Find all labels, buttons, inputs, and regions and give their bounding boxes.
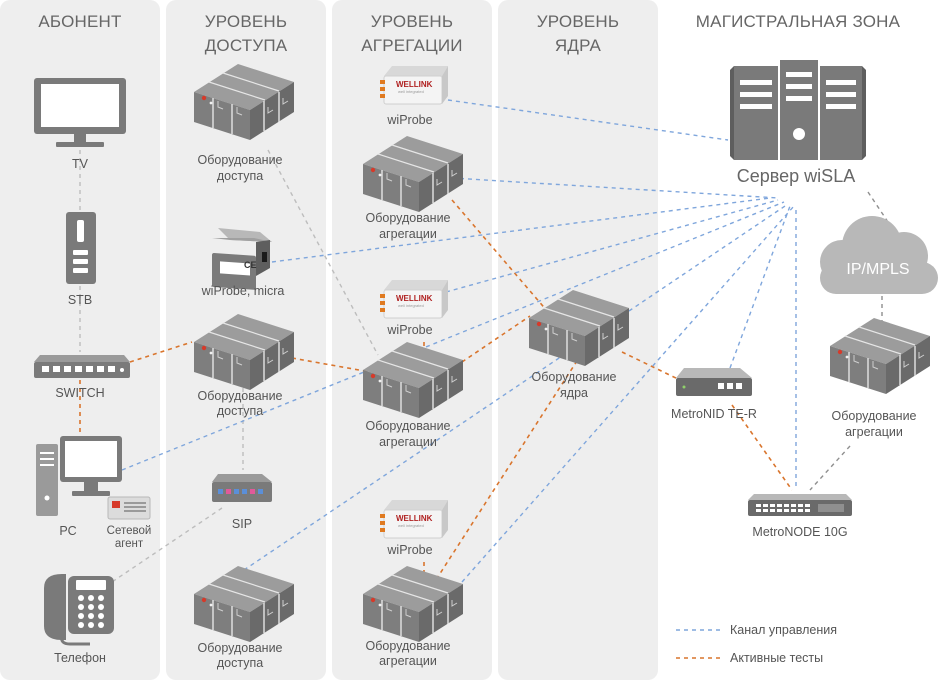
sip-device-icon — [212, 474, 272, 502]
column-title-backbone: МАГИСТРАЛЬНАЯ ЗОНА — [696, 12, 901, 31]
aggregation-equipment-1-label-1: Оборудование — [365, 211, 450, 225]
svg-text:well integrated: well integrated — [398, 303, 424, 308]
svg-text:WELLINK: WELLINK — [396, 80, 433, 89]
cloud-icon — [820, 216, 938, 294]
backbone-aggregation-equipment-icon — [829, 317, 931, 395]
aggregation-equipment-3-label-1: Оборудование — [365, 639, 450, 653]
backbone-aggregation-label-1: Оборудование — [831, 409, 916, 423]
tv-label: TV — [72, 157, 89, 171]
cloud-label: IP/MPLS — [846, 261, 909, 278]
pc-icon — [36, 436, 122, 516]
core-equipment-label-1: Оборудование — [531, 370, 616, 384]
network-agent-label-1: Сетевой — [107, 525, 152, 537]
switch-label: SWITCH — [55, 386, 104, 400]
link-aggequip-metronode — [809, 445, 851, 491]
server-label: Сервер wiSLA — [737, 166, 855, 186]
metronode-icon — [748, 494, 852, 516]
control-micra-server — [271, 197, 771, 263]
wiprobe-2-icon: WELLINK well integrated — [379, 279, 449, 319]
link-access1-agg2 — [267, 149, 379, 356]
test-agg2-core — [461, 315, 531, 363]
aggregation-equipment-1-label-2: агрегации — [379, 227, 437, 241]
column-title-access-2: ДОСТУПА — [205, 36, 288, 55]
wiprobe-1-icon: WELLINK well integrated — [379, 65, 449, 105]
wiprobe-2-label: wiProbe — [386, 323, 432, 337]
access-equipment-3-label-1: Оборудование — [197, 641, 282, 655]
switch-icon — [34, 355, 130, 378]
aggregation-equipment-2-label-2: агрегации — [379, 435, 437, 449]
network-agent-label-2: агент — [115, 538, 144, 550]
test-agg1-core — [451, 199, 549, 313]
network-agent-icon — [107, 496, 151, 520]
test-agg3-core — [431, 349, 585, 587]
stb-label: STB — [68, 293, 92, 307]
link-server-cloud — [867, 191, 889, 223]
access-equipment-3-label-2: доступа — [217, 656, 263, 670]
column-title-access-1: УРОВЕНЬ — [205, 12, 288, 31]
phone-label: Телефон — [54, 651, 106, 665]
metronid-label: MetroNID TE-R — [671, 407, 757, 421]
access-equipment-2-label-2: доступа — [217, 404, 263, 418]
test-access2-agg2 — [291, 357, 371, 373]
metronode-label: MetroNODE 10G — [752, 525, 847, 539]
access-equipment-1-label-2: доступа — [217, 169, 263, 183]
svg-text:well integrated: well integrated — [398, 523, 424, 528]
pc-label: PC — [59, 524, 76, 538]
test-metronid-metronode — [731, 404, 793, 491]
server-icon — [730, 60, 866, 160]
aggregation-equipment-3-label-2: агрегации — [379, 654, 437, 668]
access-equipment-2-label-1: Оборудование — [197, 389, 282, 403]
column-title-core-2: ЯДРА — [555, 36, 602, 55]
test-switch-access2 — [129, 341, 193, 363]
tv-icon — [34, 78, 126, 147]
link-sip-phone — [111, 507, 223, 583]
column-title-aggregation-2: АГРЕГАЦИИ — [361, 36, 462, 55]
sip-label: SIP — [232, 517, 252, 531]
access-equipment-1-label-1: Оборудование — [197, 153, 282, 167]
backbone-aggregation-label-2: агрегации — [845, 425, 903, 439]
svg-text:WELLINK: WELLINK — [396, 514, 433, 523]
wiprobe-micra-icon: CE — [212, 228, 272, 290]
legend-control-label: Канал управления — [730, 623, 837, 637]
legend-tests-label: Активные тесты — [730, 651, 823, 665]
svg-text:well integrated: well integrated — [398, 89, 424, 94]
test-core-metronid — [621, 351, 681, 381]
control-metronid-server — [729, 205, 791, 369]
core-equipment-label-2: ядра — [560, 386, 588, 400]
column-title-subscriber: АБОНЕНТ — [38, 12, 121, 31]
phone-icon — [44, 574, 114, 646]
control-probe1-server — [447, 99, 729, 141]
aggregation-equipment-2-label-1: Оборудование — [365, 419, 450, 433]
stb-icon — [66, 212, 96, 284]
control-probe2-server — [445, 199, 779, 293]
metronid-icon — [676, 368, 752, 396]
wiprobe-micra-label: wiProbe, micra — [201, 284, 285, 298]
control-access3-server — [243, 203, 789, 571]
wiprobe-1-label: wiProbe — [386, 113, 432, 127]
column-title-aggregation-1: УРОВЕНЬ — [371, 12, 454, 31]
column-title-core-1: УРОВЕНЬ — [537, 12, 620, 31]
legend: Канал управления Активные тесты — [676, 623, 837, 665]
wiprobe-micra-ce: CE — [244, 260, 257, 270]
control-agg1-server — [451, 177, 779, 199]
svg-text:WELLINK: WELLINK — [396, 294, 433, 303]
control-agg3-server — [461, 205, 795, 583]
wiprobe-3-icon: WELLINK well integrated — [379, 499, 449, 539]
wiprobe-3-label: wiProbe — [386, 543, 432, 557]
control-pc-server — [121, 201, 785, 471]
